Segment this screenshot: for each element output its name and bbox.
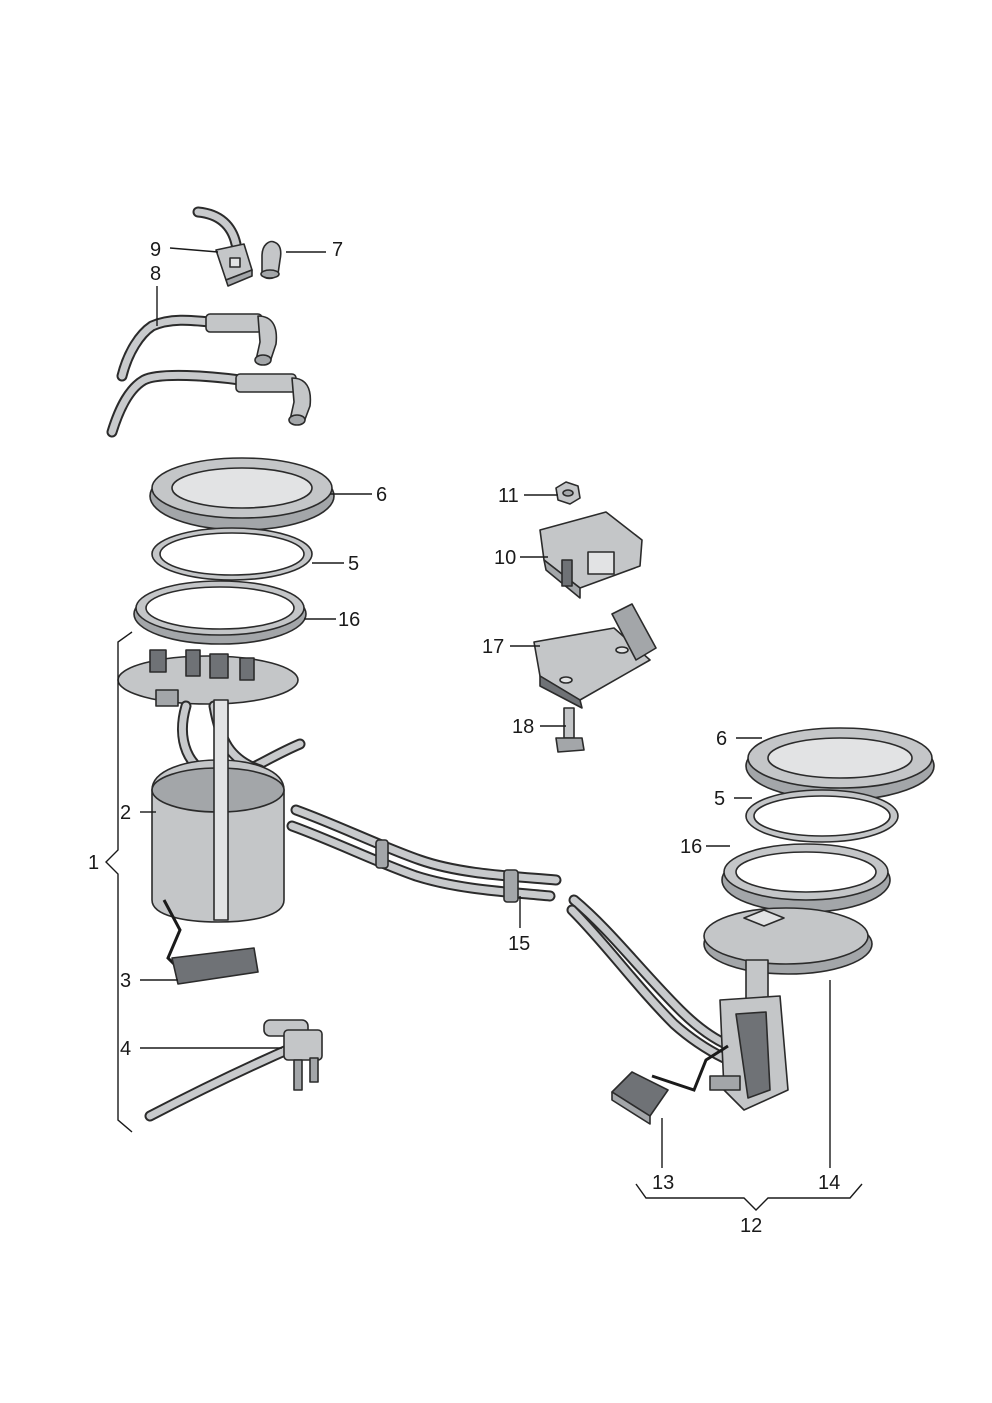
callout-2: 2 — [120, 802, 131, 824]
callout-13: 13 — [652, 1172, 674, 1194]
part-15-fuel-line-harness — [286, 804, 736, 1064]
callout-5: 5 — [348, 553, 359, 575]
part-13-float — [611, 1044, 729, 1125]
part-6-locking-ring-right — [745, 727, 935, 801]
part-5-seal-right — [745, 789, 899, 843]
part-7-cap — [260, 240, 282, 280]
part-8-fuel-lines — [106, 313, 312, 438]
callout-8: 8 — [150, 263, 161, 285]
part-1-fuel-pump-module — [117, 649, 306, 985]
callout-7: 7 — [332, 239, 343, 261]
callout-3: 3 — [120, 970, 131, 992]
callout-10: 10 — [494, 547, 516, 569]
part-9-connector — [192, 206, 253, 287]
part-11-nut — [555, 481, 581, 505]
callout-16: 16 — [338, 609, 360, 631]
callout-1: 1 — [88, 852, 99, 874]
part-10-control-unit — [539, 511, 643, 599]
callout-12: 12 — [740, 1215, 762, 1237]
callout-17: 17 — [482, 636, 504, 658]
part-17-bracket — [533, 603, 657, 709]
callout-14: 14 — [818, 1172, 840, 1194]
part-5-seal-left — [151, 527, 313, 581]
callout-16-right: 16 — [680, 836, 702, 858]
callout-6: 6 — [376, 484, 387, 506]
callout-18: 18 — [512, 716, 534, 738]
part-18-bolt — [555, 707, 585, 753]
leader-lines — [105, 247, 863, 1211]
callout-labels: 9 7 8 6 5 16 11 10 17 18 1 2 3 4 15 6 5 … — [88, 239, 840, 1237]
callout-5-right: 5 — [714, 788, 725, 810]
callout-15: 15 — [508, 933, 530, 955]
part-6-locking-ring-left — [149, 457, 335, 531]
part-14-level-sender — [703, 907, 873, 1111]
callout-9: 9 — [150, 239, 161, 261]
part-16-gasket-right — [721, 843, 891, 913]
part-4-valve — [144, 1019, 323, 1122]
callout-4: 4 — [120, 1038, 131, 1060]
callout-6-right: 6 — [716, 728, 727, 750]
callout-11: 11 — [498, 485, 519, 507]
part-16-gasket-left — [133, 580, 307, 645]
